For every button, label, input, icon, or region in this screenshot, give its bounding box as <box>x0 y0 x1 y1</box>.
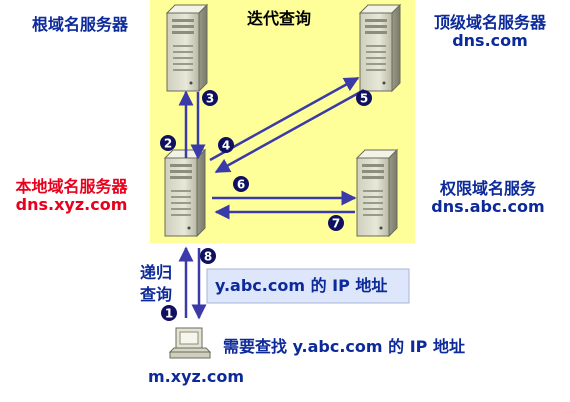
local-server-host: dns.xyz.com <box>15 194 128 214</box>
step-badge-number: 2 <box>164 137 172 151</box>
step-badge-8: 8 <box>200 248 216 264</box>
auth-server-icon <box>356 149 398 237</box>
step-badge-circle <box>202 90 218 106</box>
auth-server-host: dns.abc.com <box>431 196 545 216</box>
step-badge-circle <box>328 215 344 231</box>
step-badge-1: 1 <box>161 305 177 321</box>
tld-server-icon <box>359 4 401 92</box>
tld-server-host: dns.com <box>452 30 528 50</box>
root-server-icon <box>166 4 208 92</box>
step-badge-4: 4 <box>218 137 234 153</box>
step-badge-number: 7 <box>332 217 340 231</box>
auth-server-label: 权限域名服务 dns.abc.com <box>418 180 558 215</box>
step-badge-circle <box>356 90 372 106</box>
local-server-icon <box>164 149 206 237</box>
step-badge-number: 5 <box>360 92 368 106</box>
step-badge-circle <box>200 248 216 264</box>
arrow-step-5 <box>214 88 365 174</box>
client-host-label: m.xyz.com <box>148 367 245 386</box>
step-badge-number: 6 <box>237 178 245 192</box>
root-server-label: 根域名服务器 <box>32 15 129 34</box>
recursive-query-label: 递归 查询 <box>140 262 172 305</box>
step-badge-number: 1 <box>165 307 173 321</box>
tld-server-name: 顶级域名服务器 <box>433 13 546 32</box>
step-badge-circle <box>161 305 177 321</box>
step-badge-5: 5 <box>356 90 372 106</box>
step-badge-number: 3 <box>206 92 214 106</box>
step-badge-7: 7 <box>328 215 344 231</box>
step-badge-6: 6 <box>233 176 249 192</box>
recursive-query-line2: 查询 <box>140 284 173 304</box>
step-badge-3: 3 <box>202 90 218 106</box>
local-server-name: 本地域名服务器 <box>15 177 128 196</box>
auth-server-name: 权限域名服务 <box>439 179 536 198</box>
request-text: 需要查找 y.abc.com 的 IP 地址 <box>223 337 465 356</box>
tld-server-label: 顶级域名服务器 dns.com <box>420 14 560 49</box>
diagram-title: 迭代查询 <box>247 9 312 28</box>
step-badge-number: 8 <box>204 250 212 264</box>
step-badge-circle <box>218 137 234 153</box>
answer-box <box>206 268 410 304</box>
step-badge-circle <box>233 176 249 192</box>
client-computer-icon <box>168 327 212 359</box>
step-badge-number: 4 <box>222 139 230 153</box>
step-badge-circle <box>160 135 176 151</box>
arrow-step-4 <box>209 76 360 162</box>
answer-box-text: y.abc.com 的 IP 地址 <box>215 276 388 295</box>
local-server-label: 本地域名服务器 dns.xyz.com <box>4 178 139 213</box>
step-badge-2: 2 <box>160 135 176 151</box>
recursive-query-line1: 递归 <box>140 263 173 282</box>
